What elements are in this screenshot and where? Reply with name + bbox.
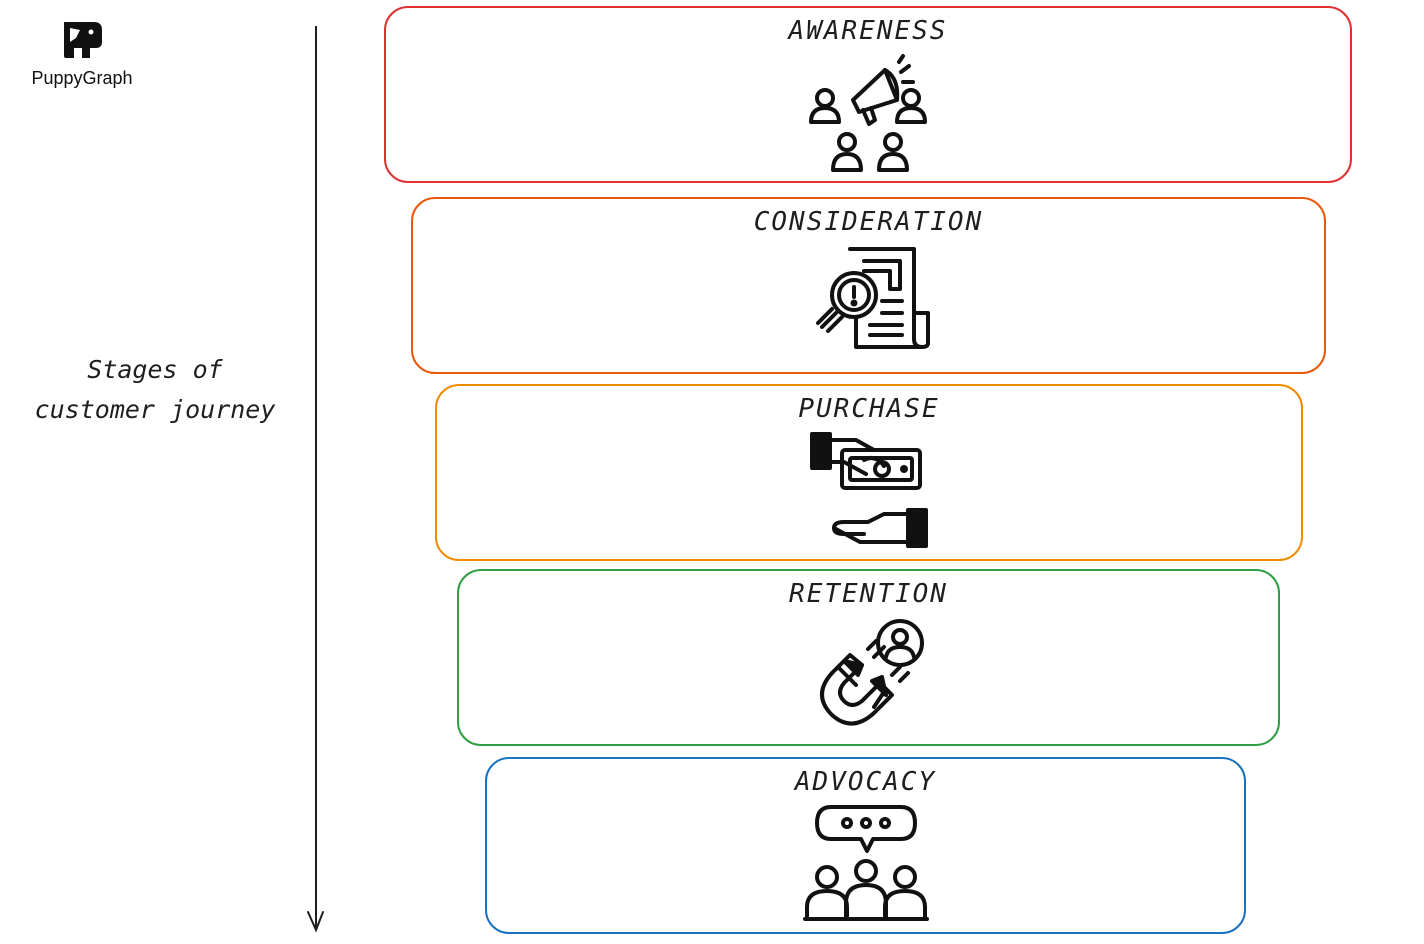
- document-search-icon: [804, 243, 934, 353]
- logo-text: PuppyGraph: [31, 68, 133, 88]
- stage-consideration: CONSIDERATION: [411, 197, 1326, 374]
- stage-awareness: AWARENESS: [384, 6, 1352, 183]
- stage-advocacy: ADVOCACY: [485, 757, 1246, 934]
- stage-title: RETENTION: [789, 579, 948, 609]
- stage-purchase: PURCHASE: [435, 384, 1303, 561]
- magnet-customer-icon: [804, 615, 934, 731]
- puppy-icon: [64, 22, 102, 58]
- payment-hands-icon: [804, 430, 934, 552]
- axis-label-line1: Stages of: [87, 355, 223, 384]
- axis-label: Stages of customer journey: [10, 350, 300, 430]
- speech-group-icon: [801, 803, 931, 923]
- stage-title: AWARENESS: [788, 16, 948, 46]
- logo: PuppyGraph: [20, 18, 144, 89]
- stage-title: ADVOCACY: [794, 767, 937, 797]
- stage-retention: RETENTION: [457, 569, 1280, 746]
- stage-title: PURCHASE: [798, 394, 940, 424]
- megaphone-audience-icon: [803, 52, 933, 178]
- axis-label-line2: customer journey: [34, 395, 276, 424]
- stage-title: CONSIDERATION: [753, 207, 984, 237]
